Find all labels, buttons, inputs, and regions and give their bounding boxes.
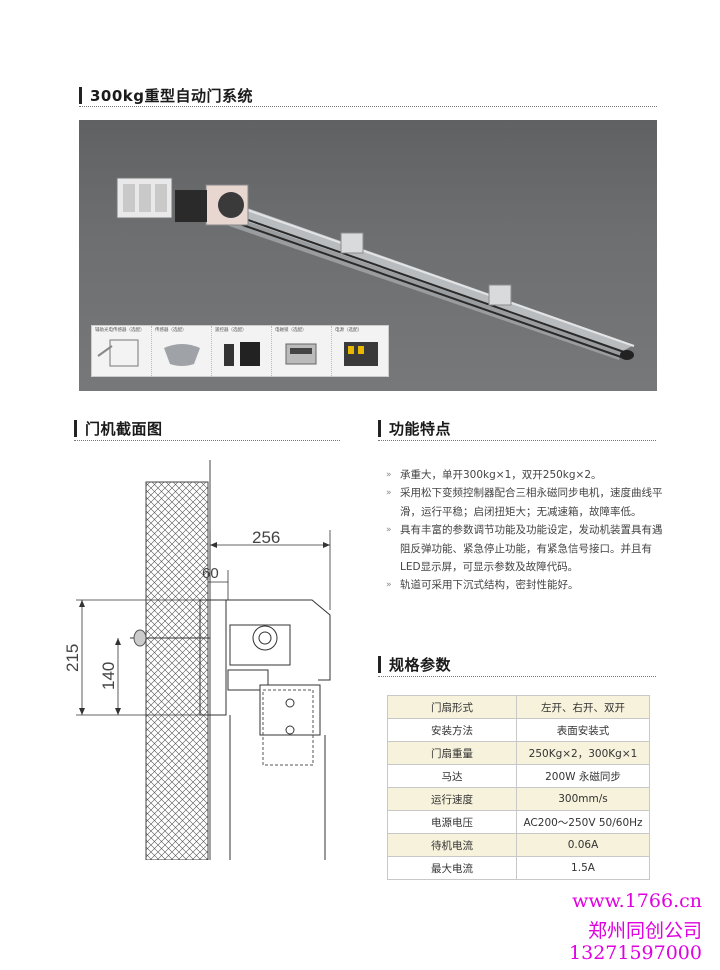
dim-height-inner-label: 140 — [99, 662, 118, 690]
table-row: 安装方法表面安装式 — [387, 718, 650, 742]
table-row: 门扇形式左开、右开、双开 — [387, 695, 650, 719]
power-supply-icon — [344, 342, 378, 366]
footer-phone: 13271597000 — [569, 942, 702, 964]
specs-title: 规格参数 — [378, 654, 451, 675]
dim-height-total-label: 215 — [63, 644, 82, 672]
divider — [378, 440, 656, 441]
accessory-item: 辅助光电传感器（选配） — [92, 326, 152, 376]
motion-sensor-icon — [164, 344, 200, 366]
accessory-item: 电磁锁（选配） — [272, 326, 332, 376]
features-title: 功能特点 — [378, 418, 451, 439]
list-item: » 具有丰富的参数调节功能及功能设定，发动机装置具有遇阻反弹功能、紧急停止功能，… — [386, 524, 663, 574]
system-title: 300kg重型自动门系统 — [79, 85, 253, 106]
divider — [79, 106, 657, 107]
list-item: » 轨道可采用下沉式结构，密封性能好。 — [386, 579, 579, 592]
accessory-item: 传感器（选配） — [152, 326, 212, 376]
accessory-strip: 辅助光电传感器（选配） 传感器（选配） 遥控器（选配） 电磁锁（选配） 电源（选… — [91, 325, 389, 377]
divider — [378, 676, 656, 677]
accessory-item: 电源（选配） — [332, 326, 391, 376]
accessory-item: 遥控器（选配） — [212, 326, 272, 376]
divider — [74, 440, 340, 441]
footer-company: 郑州同创公司 — [587, 920, 702, 942]
dim-offset-label: 60 — [202, 565, 219, 582]
remote-control-icon — [224, 342, 260, 366]
list-item: » 采用松下变频控制器配合三相永磁同步电机，速度曲线平滑，运行平稳；启闭扭矩大；… — [386, 487, 663, 518]
photo-sensor-icon — [97, 339, 139, 367]
cross-section-diagram: 256 60 215 140 — [63, 460, 331, 860]
system-title-text: 300kg重型自动门系统 — [90, 87, 254, 105]
section-diagram-title: 门机截面图 — [74, 418, 163, 439]
dim-width-label: 256 — [252, 528, 280, 547]
electromagnetic-lock-icon — [285, 343, 317, 365]
footer-url: www.1766.cn — [572, 890, 702, 912]
product-photo: 辅助光电传感器（选配） 传感器（选配） 遥控器（选配） 电磁锁（选配） 电源（选… — [79, 120, 657, 391]
operator-rail-illustration — [116, 177, 635, 360]
features-list: » 承重大，单开300kg×1，双开250kg×2。 » 采用松下变频控制器配合… — [386, 466, 666, 595]
list-item: » 承重大，单开300kg×1，双开250kg×2。 — [386, 469, 602, 481]
